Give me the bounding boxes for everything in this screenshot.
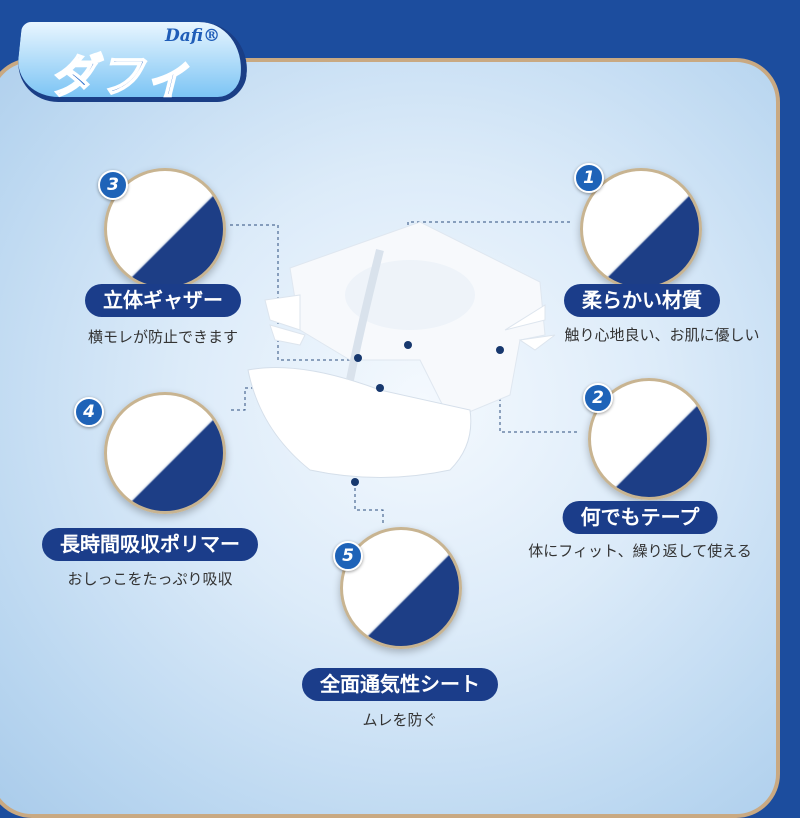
feature-image-polymer — [104, 392, 226, 514]
marker-dot-2 — [496, 346, 504, 354]
marker-dot-3 — [354, 354, 362, 362]
marker-dot-4 — [376, 384, 384, 392]
badge-5: 5 — [333, 541, 363, 571]
marker-dot-1 — [404, 341, 412, 349]
feature-image-soft-material — [580, 168, 702, 290]
diaper-shape — [247, 221, 556, 478]
logo-japanese: ダフィ — [49, 48, 194, 104]
connector-line-1 — [407, 221, 570, 345]
diaper-illustration — [228, 221, 580, 525]
marker-dot-5 — [351, 478, 359, 486]
feature-title-tape: 何でもテープ — [562, 501, 718, 534]
badge-3: 3 — [98, 170, 128, 200]
feature-title-breathable-sheet: 全面通気性シート — [302, 668, 498, 701]
badge-4: 4 — [74, 397, 104, 427]
feature-title-soft-material: 柔らかい材質 — [564, 284, 720, 317]
connector-line-5 — [354, 482, 384, 525]
feature-desc-tape: 体にフィット、繰り返して使える — [528, 542, 752, 560]
feature-title-gathers: 立体ギャザー — [85, 284, 241, 317]
logo-english: Dafi® — [165, 26, 221, 46]
feature-desc-breathable-sheet: ムレを防ぐ — [362, 711, 438, 729]
badge-1: 1 — [574, 163, 604, 193]
feature-desc-polymer: おしっこをたっぷり吸収 — [67, 570, 233, 588]
badge-2: 2 — [583, 383, 613, 413]
feature-desc-soft-material: 触り心地良い、お肌に優しい — [564, 326, 760, 344]
feature-title-polymer: 長時間吸収ポリマー — [42, 528, 258, 561]
connector-line-3 — [230, 224, 355, 361]
feature-desc-gathers: 横モレが防止できます — [87, 328, 239, 346]
